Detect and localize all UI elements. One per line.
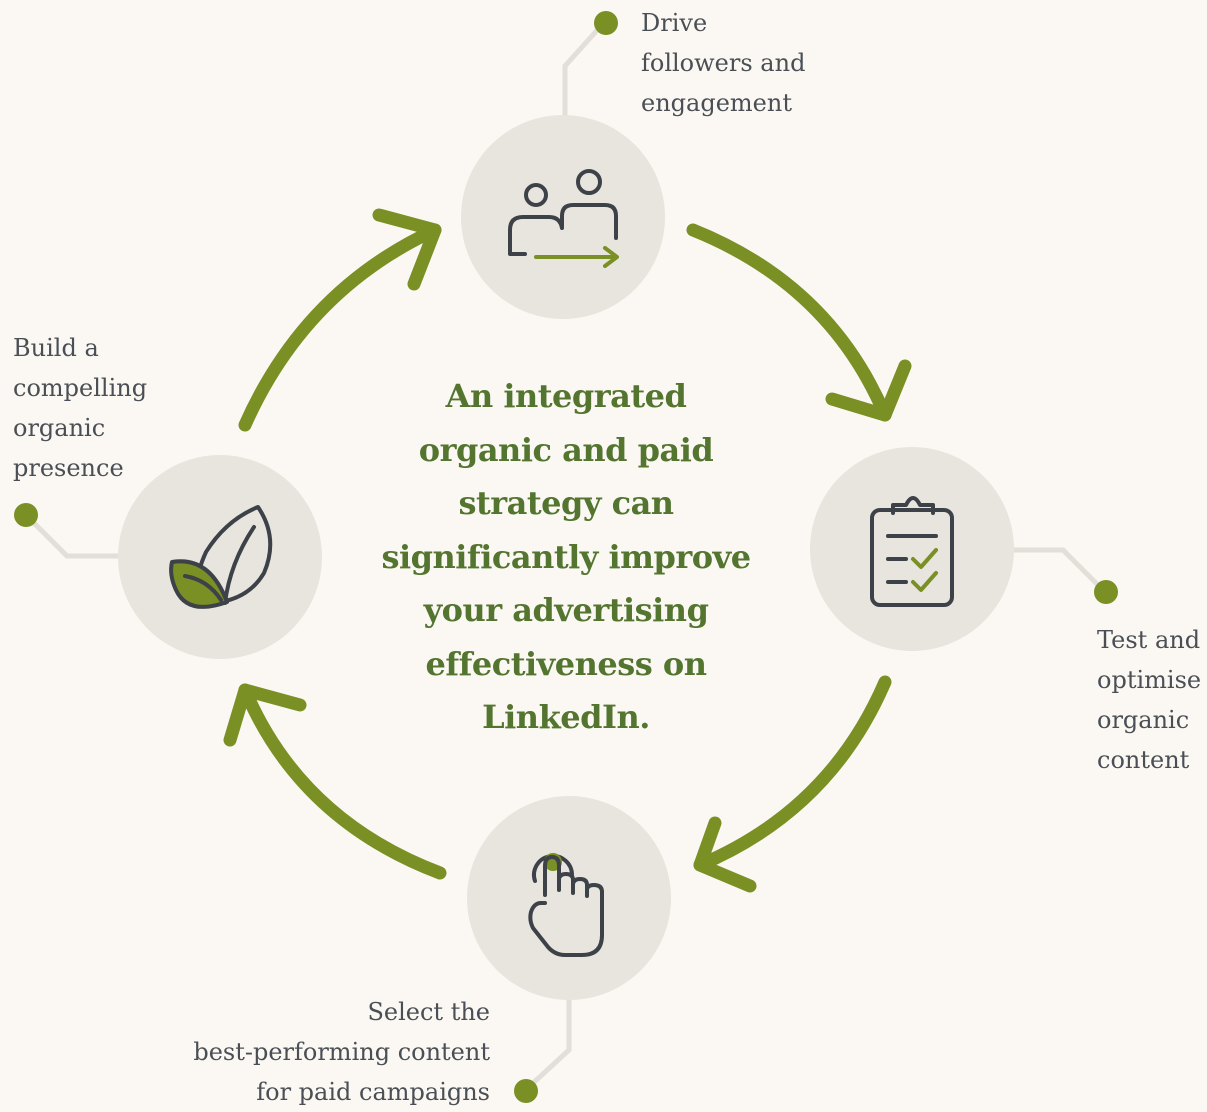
people-arrow-icon: [508, 169, 619, 268]
connector-select: [514, 1000, 572, 1103]
label-line: Test and: [1097, 626, 1201, 654]
label-line: content: [1097, 746, 1190, 774]
leaves-icon: [169, 505, 273, 609]
clipboard-checklist-icon: [870, 496, 954, 607]
center-line: LinkedIn.: [482, 698, 650, 736]
step-label-select: Select the best-performing content for p…: [193, 992, 490, 1112]
connector-test: [1014, 547, 1118, 604]
arrow-select-to-build: [223, 683, 447, 880]
label-line: organic: [1097, 706, 1190, 734]
pointing-hand-icon: [528, 853, 604, 957]
label-line: best-performing content: [193, 1038, 490, 1066]
label-line: Select the: [367, 998, 490, 1026]
connector-build: [14, 503, 118, 559]
center-line: strategy can: [458, 484, 674, 522]
label-line: Drive: [641, 9, 708, 37]
label-line: Build a: [13, 334, 99, 362]
arrow-build-to-drive: [238, 208, 442, 432]
label-line: compelling: [13, 374, 148, 402]
center-line: organic and paid: [418, 430, 714, 469]
label-line: engagement: [641, 89, 792, 117]
step-label-build: Build a compelling organic presence: [13, 328, 147, 488]
label-line: followers and: [641, 49, 806, 77]
circle-select: [467, 796, 671, 1000]
connector-drive: [562, 11, 618, 116]
center-line: effectiveness on: [425, 644, 707, 683]
step-label-drive: Drive followers and engagement: [641, 3, 805, 123]
step-label-test: Test and optimise organic content: [1097, 620, 1201, 780]
label-line: presence: [13, 454, 124, 482]
center-line: your advertising: [423, 591, 709, 629]
label-line: for paid campaigns: [256, 1078, 490, 1106]
arrow-drive-to-test: [686, 223, 912, 422]
label-line: optimise: [1097, 666, 1202, 694]
arrow-test-to-select: [693, 675, 892, 893]
center-statement: An integrated organic and paid strategy …: [366, 370, 766, 745]
center-line: significantly improve: [381, 537, 751, 576]
circle-test: [810, 447, 1014, 651]
center-line: An integrated: [445, 377, 687, 415]
circle-build: [118, 455, 322, 659]
label-line: organic: [13, 414, 106, 442]
